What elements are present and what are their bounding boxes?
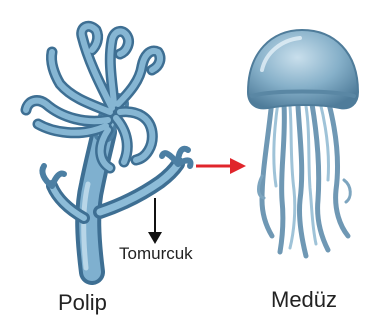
bud-label: Tomurcuk xyxy=(119,244,193,264)
down-arrow-icon xyxy=(148,198,162,244)
polyp-illustration xyxy=(26,26,191,272)
right-arrow-icon xyxy=(196,158,246,174)
medusa-label: Medüz xyxy=(271,287,337,313)
medusa-illustration xyxy=(248,30,358,256)
polyp-label: Polip xyxy=(58,290,107,316)
